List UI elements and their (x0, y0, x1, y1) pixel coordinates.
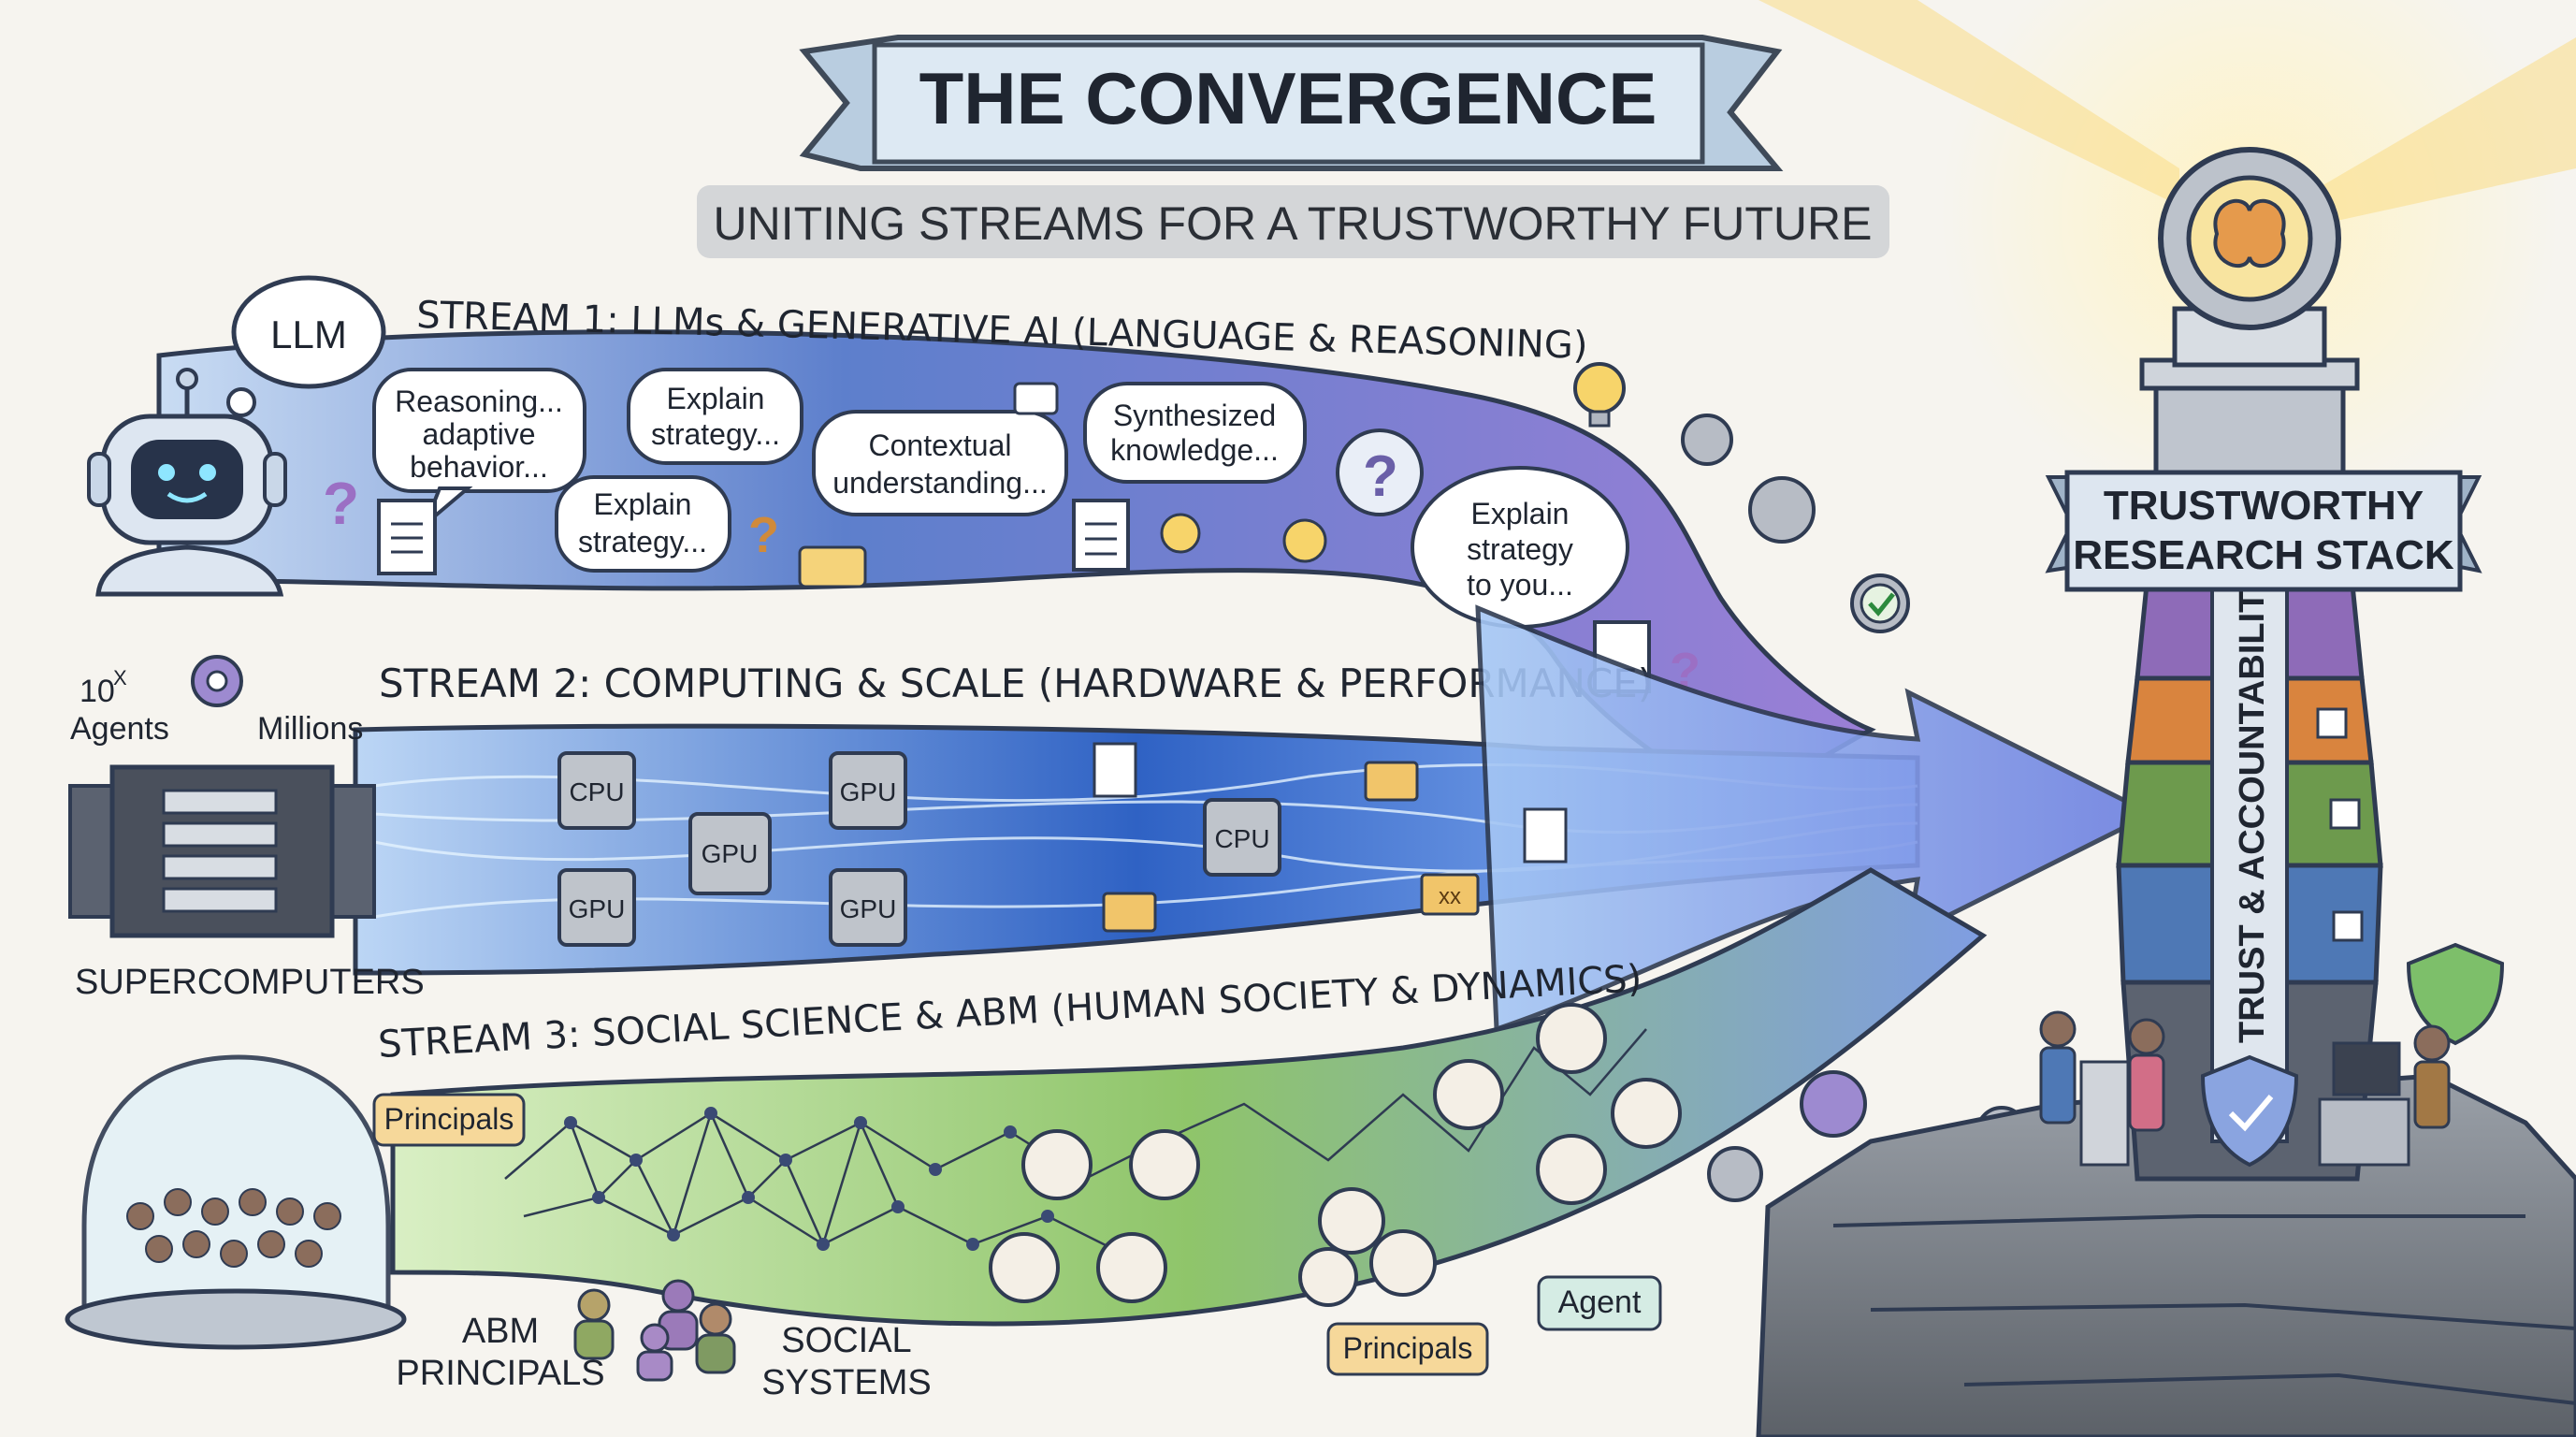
robot-icon (87, 368, 287, 597)
gear-icon (191, 655, 243, 707)
chip-gpu-1: GPU (829, 751, 907, 830)
speech-bubble-reasoning: Reasoning... adaptive behavior... (372, 368, 586, 526)
chip-gpu-4: GPU (829, 868, 907, 947)
researchers (2039, 1010, 2451, 1167)
title-banner: THE CONVERGENCE (799, 35, 1784, 171)
trust-accountability-label: TRUST & ACCOUNTABILITY (2233, 567, 2272, 1043)
social-label-1: SOCIAL (781, 1321, 911, 1360)
svg-text:Reasoning...: Reasoning... (395, 385, 563, 418)
trust-vertical-banner: TRUST & ACCOUNTABILITY (2210, 567, 2289, 1143)
page-subtitle: UNITING STREAMS FOR A TRUSTWORTHY FUTURE (714, 197, 1873, 250)
folder-tag: xx (1439, 884, 1461, 909)
page-title: THE CONVERGENCE (919, 57, 1657, 139)
svg-text:Explain: Explain (1471, 497, 1570, 530)
chip-gpu-2: GPU (688, 812, 772, 895)
network-nodes (564, 1107, 1054, 1251)
layer-checkmarks (2316, 707, 2364, 942)
svg-text:GPU: GPU (840, 894, 897, 923)
abm-label-2: PRINCIPALS (396, 1354, 604, 1393)
chip-cpu-2: CPU (1203, 798, 1281, 877)
svg-text:GPU: GPU (569, 894, 626, 923)
cliff-ledges (1832, 1214, 2576, 1405)
speech-bubble-explain-3: Explain strategy to you... (1411, 466, 1629, 629)
scale-label: 10 (80, 674, 115, 709)
svg-text:GPU: GPU (840, 777, 897, 806)
speech-bubble-explain-2: Explain strategy... (555, 475, 731, 573)
principals-tag-2: Principals (1326, 1322, 1489, 1376)
stream1-decorations: ? ? ? ? (323, 362, 1700, 699)
stream2-title: STREAM 2: COMPUTING & SCALE (HARDWARE & … (379, 660, 1653, 706)
subtitle-strip: UNITING STREAMS FOR A TRUSTWORTHY FUTURE (697, 185, 1889, 258)
svg-text:Contextual: Contextual (869, 428, 1012, 462)
speech-bubble-contextual: Contextual understanding... (812, 410, 1068, 516)
svg-text:behavior...: behavior... (410, 450, 548, 484)
svg-text:GPU: GPU (702, 839, 759, 868)
svg-text:adaptive: adaptive (423, 417, 536, 451)
agent-avatars (989, 1003, 1682, 1307)
agents-label: Agents (70, 711, 169, 747)
svg-text:Agent: Agent (1558, 1285, 1642, 1320)
agent-tag: Agent (1537, 1275, 1662, 1331)
convergence-arrow (1475, 604, 2157, 1033)
svg-text:knowledge...: knowledge... (1110, 433, 1279, 467)
svg-text:?: ? (1363, 444, 1398, 509)
svg-text:?: ? (323, 470, 359, 537)
speech-bubble-explain-1: Explain strategy... (627, 368, 803, 465)
svg-text:strategy: strategy (1467, 532, 1573, 566)
chip-cpu-1: CPU (557, 751, 636, 830)
people-icons (573, 1279, 736, 1382)
scale-superscript: X (113, 666, 127, 689)
chip-gpu-3: GPU (557, 868, 636, 947)
stack-banner: TRUSTWORTHY RESEARCH STACK (2045, 470, 2482, 592)
stream2-folders: xx (1093, 742, 1568, 933)
svg-text:CPU: CPU (569, 777, 624, 806)
supercomputers-label: SUPERCOMPUTERS (75, 963, 425, 1002)
stack-banner-line1: TRUSTWORTHY (2104, 483, 2424, 529)
svg-text:strategy...: strategy... (651, 417, 780, 451)
abm-label-1: ABM (462, 1312, 539, 1351)
svg-text:to you...: to you... (1467, 568, 1573, 602)
svg-text:?: ? (748, 507, 779, 563)
check-gear-icon (1860, 583, 1901, 624)
millions-label: Millions (257, 711, 363, 747)
llm-label: LLM (270, 312, 347, 356)
svg-text:understanding...: understanding... (832, 466, 1048, 500)
shield-icon (2200, 1054, 2299, 1168)
supercomputer-icon (68, 764, 376, 938)
svg-text:CPU: CPU (1214, 824, 1269, 853)
stream3-band (390, 867, 1988, 1327)
svg-text:Principals: Principals (384, 1102, 514, 1136)
svg-text:Explain: Explain (667, 382, 765, 415)
principals-tag: Principals (372, 1093, 526, 1147)
social-label-2: SYSTEMS (761, 1363, 932, 1402)
svg-text:strategy...: strategy... (578, 525, 707, 559)
speech-bubble-synthesized: Synthesized knowledge... (1083, 382, 1307, 484)
svg-text:Principals: Principals (1343, 1331, 1473, 1365)
svg-text:Synthesized: Synthesized (1113, 399, 1276, 432)
glass-dome (65, 1054, 407, 1350)
svg-text:Explain: Explain (594, 487, 692, 521)
stack-banner-line2: RESEARCH STACK (2073, 532, 2454, 578)
green-shield-icon (2406, 942, 2505, 1046)
